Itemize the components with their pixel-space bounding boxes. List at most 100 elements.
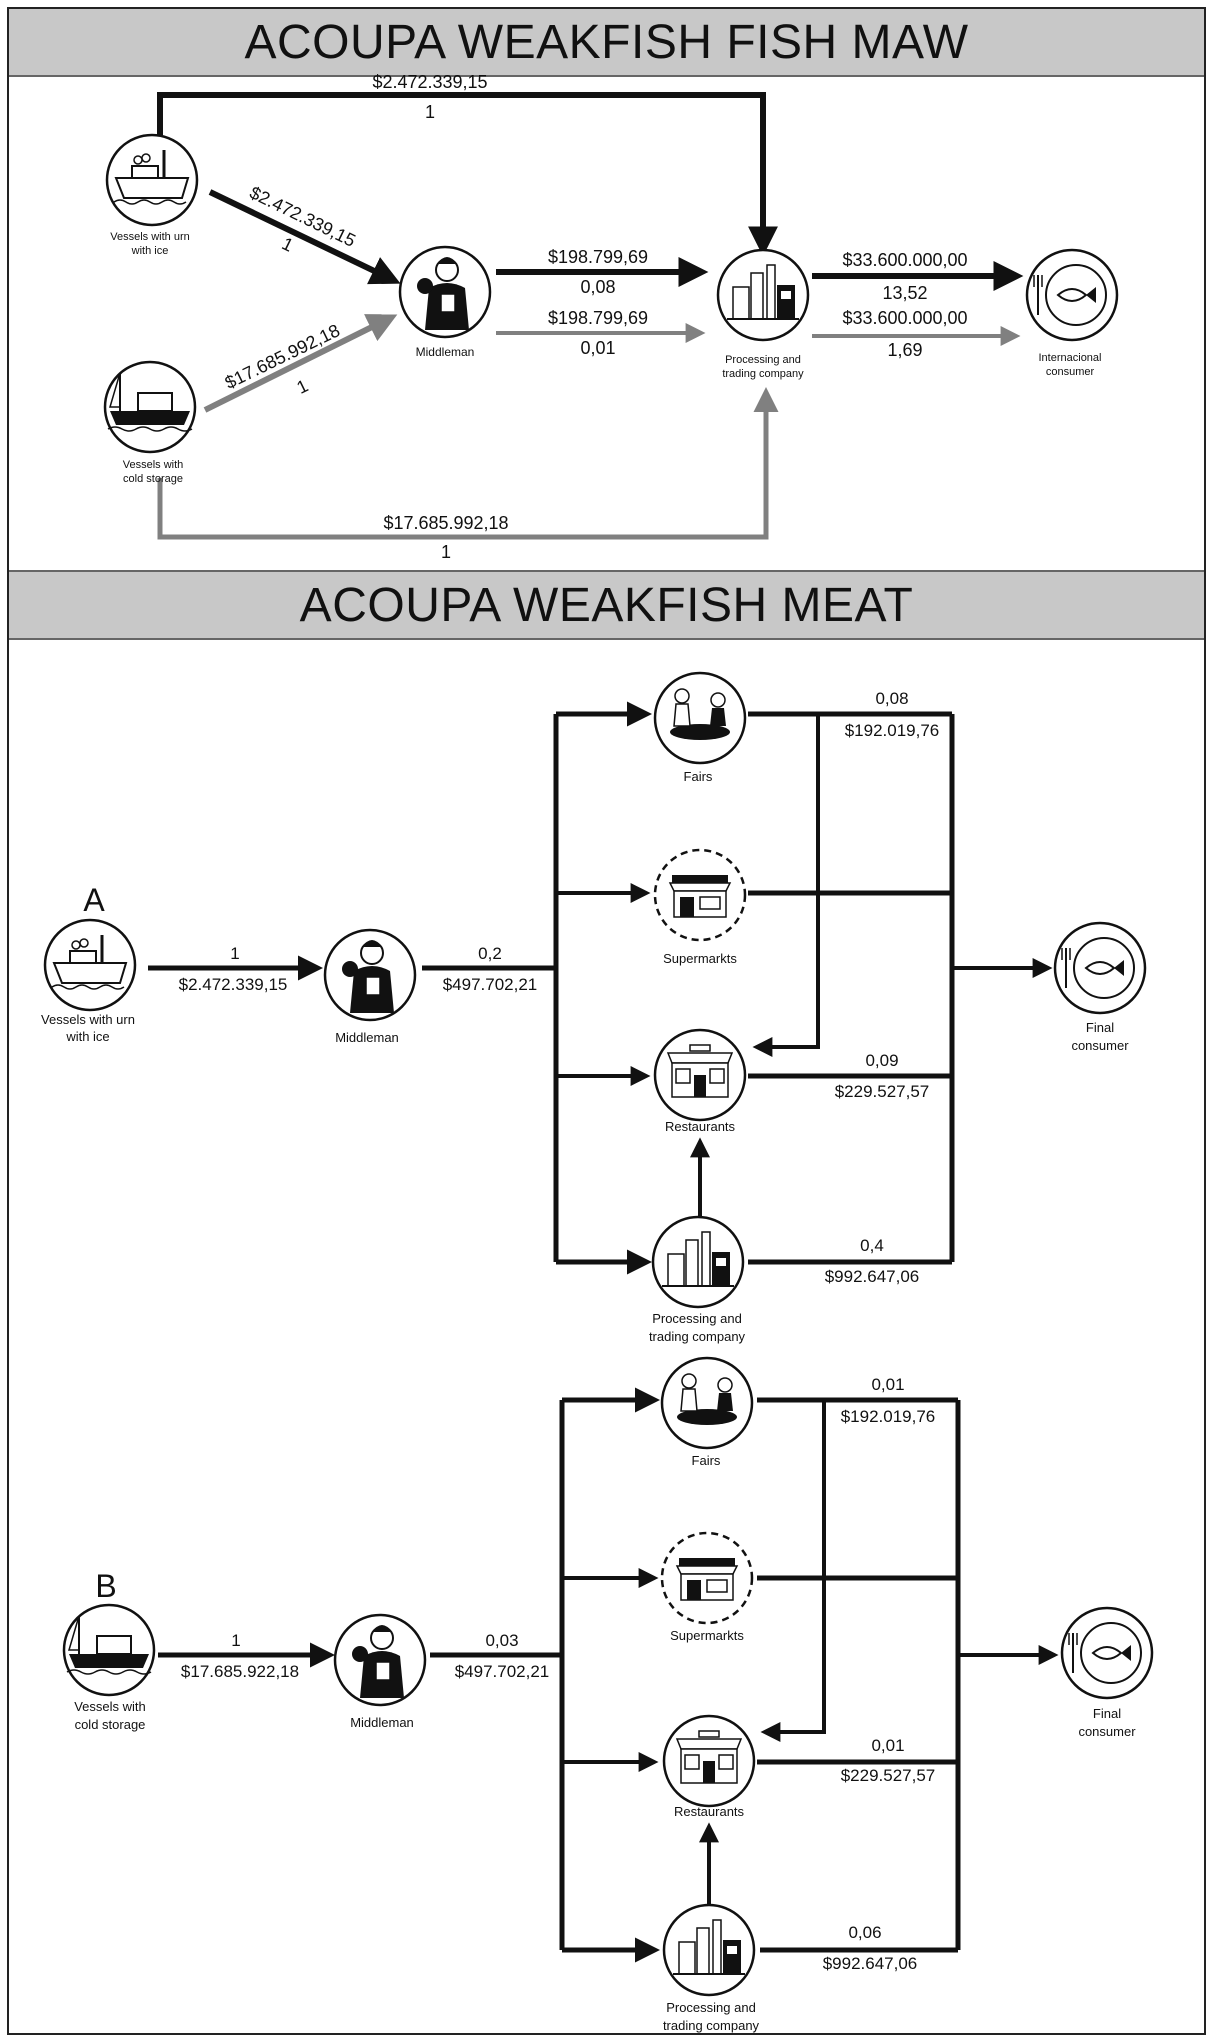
meat-b-fairs-ratio: 0,01 bbox=[871, 1375, 904, 1394]
meat-b-middleman-out-value: $497.702,21 bbox=[455, 1662, 550, 1681]
meat-a-middleman-out-value: $497.702,21 bbox=[443, 975, 538, 994]
fair-vendors-icon bbox=[677, 1373, 737, 1425]
meat-a-nodes: Vessels with urn with ice Middleman bbox=[41, 671, 1147, 1344]
maw-middleman-processing-black-value: $198.799,69 bbox=[548, 247, 648, 267]
meat-a-fairs-node: Fairs bbox=[653, 671, 747, 784]
meat-b-restaurants-value: $229.527,57 bbox=[841, 1766, 936, 1785]
maw-processing-node: Processing and trading company bbox=[716, 248, 810, 380]
restaurant-storefront-icon bbox=[666, 1044, 734, 1098]
boat-cold-storage-icon bbox=[107, 372, 193, 432]
meat-a-tag: A bbox=[83, 882, 105, 918]
maw-middleman-node: Middleman bbox=[398, 245, 492, 359]
meat-a-processing-label-2: trading company bbox=[649, 1329, 746, 1344]
fair-vendors-icon bbox=[670, 688, 730, 740]
meat-b-middleman-label: Middleman bbox=[350, 1715, 414, 1730]
meat-a-fairs-value: $192.019,76 bbox=[845, 721, 940, 740]
fish-maw-flows bbox=[157, 92, 1024, 540]
maw-consumer-label-1: Internacional bbox=[1039, 352, 1102, 364]
meat-a-vessel-node: Vessels with urn with ice bbox=[41, 918, 137, 1044]
maw-top-arrow bbox=[157, 92, 778, 257]
boat-ice-icon bbox=[51, 935, 128, 990]
meat-a-restaurants-value: $229.527,57 bbox=[835, 1082, 930, 1101]
meat-b-labels: B 1 $17.685.922,18 0,03 $497.702,21 0,01… bbox=[95, 1375, 935, 1973]
meat-b-restaurants-ratio: 0,01 bbox=[871, 1736, 904, 1755]
meat-b-processing-label-2: trading company bbox=[663, 2018, 760, 2033]
meat-b-processing-node: Processing and trading company bbox=[662, 1903, 760, 2033]
meat-b-middleman-out-ratio: 0,03 bbox=[485, 1631, 518, 1650]
meat-a-consumer-node: Final consumer bbox=[1053, 921, 1147, 1053]
meat-b-vessel-middleman-ratio: 1 bbox=[231, 1631, 240, 1650]
maw-consumer-label-2: consumer bbox=[1046, 366, 1095, 378]
fish-plate-icon bbox=[1068, 1622, 1142, 1684]
maw-cold-middleman-ratio: 1 bbox=[293, 375, 311, 397]
meat-b-processing-value: $992.647,06 bbox=[823, 1954, 918, 1973]
middleman-icon bbox=[352, 1625, 404, 1698]
maw-vessels-cold-label-1: Vessels with bbox=[123, 459, 184, 471]
meat-b-tag: B bbox=[95, 1568, 116, 1604]
meat-a-middleman-out-ratio: 0,2 bbox=[478, 944, 502, 963]
meat-a-supermarkets-node: Supermarkts bbox=[653, 848, 747, 966]
maw-processing-label-1: Processing and bbox=[725, 354, 801, 366]
meat-a-restaurants-label: Restaurants bbox=[665, 1119, 736, 1134]
boat-ice-icon bbox=[113, 150, 190, 205]
maw-vessels-ice-node: Vessels with urn with ice bbox=[105, 133, 199, 257]
meat-a-vessel-middleman-value: $2.472.339,15 bbox=[179, 975, 288, 994]
maw-bottom-arrow bbox=[157, 386, 779, 540]
maw-processing-consumer-black-ratio: 13,52 bbox=[882, 283, 927, 303]
meat-a-processing-node: Processing and trading company bbox=[649, 1215, 746, 1344]
maw-cold-middleman-arrow bbox=[203, 314, 398, 413]
maw-vessels-cold-label-2: cold storage bbox=[123, 473, 183, 485]
meat-b-vessel-node: Vessels with cold storage bbox=[62, 1603, 156, 1732]
meat-a-consumer-label-1: Final bbox=[1086, 1020, 1114, 1035]
maw-top-ratio: 1 bbox=[425, 102, 435, 122]
processing-factory-icon bbox=[662, 1231, 734, 1287]
meat-a-consumer-label-2: consumer bbox=[1071, 1038, 1129, 1053]
fish-plate-icon bbox=[1061, 937, 1135, 999]
meat-b-supermarkets-node: Supermarkts bbox=[660, 1531, 754, 1643]
meat-a-supermarkets-label: Supermarkts bbox=[663, 951, 737, 966]
supermarket-store-icon bbox=[668, 875, 732, 918]
meat-b-fairs-label: Fairs bbox=[692, 1453, 721, 1468]
maw-consumer-node: Internacional consumer bbox=[1025, 248, 1119, 378]
figure-frame bbox=[7, 7, 1206, 2035]
middleman-icon bbox=[342, 940, 394, 1013]
maw-middleman-processing-black-ratio: 0,08 bbox=[580, 277, 615, 297]
maw-vessels-cold-node: Vessels with cold storage bbox=[103, 360, 197, 485]
maw-middleman-processing-gray-ratio: 0,01 bbox=[580, 338, 615, 358]
maw-bottom-value: $17.685.992,18 bbox=[383, 513, 508, 533]
meat-a-flows bbox=[148, 701, 1053, 1275]
maw-vessels-ice-label-1: Vessels with urn bbox=[110, 231, 189, 243]
meat-a-vessel-label-1: Vessels with urn bbox=[41, 1012, 135, 1027]
meat-b-fairs-node: Fairs bbox=[660, 1356, 754, 1468]
meat-b-vessel-label-2: cold storage bbox=[75, 1717, 146, 1732]
maw-processing-consumer-gray-value: $33.600.000,00 bbox=[842, 308, 967, 328]
meat-b-nodes: Vessels with cold storage Middleman bbox=[62, 1356, 1154, 2033]
supermarket-store-icon bbox=[675, 1558, 739, 1601]
maw-vessels-ice-label-2: with ice bbox=[131, 245, 169, 257]
maw-bottom-ratio: 1 bbox=[441, 542, 451, 562]
meat-b-consumer-node: Final consumer bbox=[1060, 1606, 1154, 1739]
meat-b-processing-label-1: Processing and bbox=[666, 2000, 756, 2015]
maw-ice-middleman-ratio: 1 bbox=[279, 233, 297, 255]
boat-cold-storage-icon bbox=[66, 1615, 152, 1675]
meat-b-vessel-label-1: Vessels with bbox=[74, 1699, 146, 1714]
maw-ice-middleman-arrow bbox=[208, 189, 401, 285]
meat-b-consumer-label-2: consumer bbox=[1078, 1724, 1136, 1739]
meat-b-flows bbox=[158, 1387, 1059, 1963]
meat-b-consumer-label-1: Final bbox=[1093, 1706, 1121, 1721]
meat-a-processing-label-1: Processing and bbox=[652, 1311, 742, 1326]
meat-b-fairs-value: $192.019,76 bbox=[841, 1407, 936, 1426]
maw-middleman-processing-gray-value: $198.799,69 bbox=[548, 308, 648, 328]
fish-maw-header: ACOUPA WEAKFISH FISH MAW bbox=[9, 9, 1204, 77]
meat-a-fairs-label: Fairs bbox=[684, 769, 713, 784]
maw-processing-label-2: trading company bbox=[722, 368, 804, 380]
middleman-icon bbox=[417, 257, 469, 330]
meat-a-processing-ratio: 0,4 bbox=[860, 1236, 884, 1255]
meat-b-processing-ratio: 0,06 bbox=[848, 1923, 881, 1942]
meat-b-restaurants-label: Restaurants bbox=[674, 1804, 745, 1819]
maw-processing-consumer-black-value: $33.600.000,00 bbox=[842, 250, 967, 270]
maw-middleman-label: Middleman bbox=[416, 345, 475, 359]
meat-a-restaurants-node: Restaurants bbox=[653, 1028, 747, 1134]
maw-processing-consumer-gray-ratio: 1,69 bbox=[887, 340, 922, 360]
